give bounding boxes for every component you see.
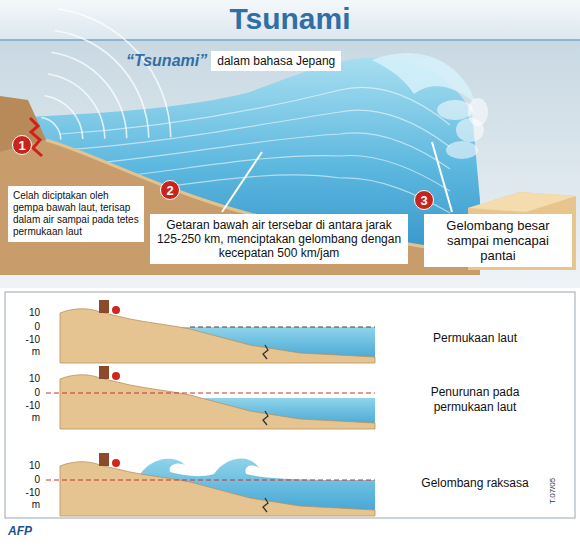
profile-panel xyxy=(5,292,575,518)
title: Tsunami xyxy=(0,2,580,36)
word-heading: “Tsunami” xyxy=(126,52,211,70)
sea-level-line xyxy=(46,480,375,481)
axis-label: -10 xyxy=(12,400,40,412)
axis-label: 10 xyxy=(12,373,40,385)
sea-level-line xyxy=(190,327,375,328)
row-label: Penurunan pada permukaan laut xyxy=(400,385,550,415)
caption-box: Celah diciptakan oleh gempa bawah laut, … xyxy=(8,186,144,242)
seabed xyxy=(0,140,480,275)
callout-number: 2 xyxy=(160,180,180,200)
vibration-arc xyxy=(58,8,172,137)
vibration-arc xyxy=(41,117,61,140)
profile-row xyxy=(60,300,375,363)
axis-label: 0 xyxy=(12,474,40,486)
vibration-arc xyxy=(54,30,149,138)
fault-crack xyxy=(30,118,42,156)
caption-text: Celah diciptakan oleh gempa bawah laut, … xyxy=(13,190,139,238)
spray xyxy=(468,98,488,126)
fault-crack xyxy=(263,498,268,512)
vibration-arc xyxy=(45,95,84,139)
sea-level-profiles xyxy=(46,300,375,516)
axis-label: m xyxy=(12,412,40,424)
agency-logo: AFP xyxy=(8,524,32,538)
sea-water xyxy=(0,58,480,275)
axis-label: 0 xyxy=(12,387,40,399)
title-band xyxy=(0,0,580,40)
tree xyxy=(112,306,120,314)
row-label: Permukaan laut xyxy=(400,331,550,346)
caption-box: Gelombang besar sampai mencapai pantai xyxy=(424,214,572,267)
spray xyxy=(446,141,478,159)
axis-label: 10 xyxy=(12,460,40,472)
credit-code: T.07/05 xyxy=(548,478,558,504)
axis-label: 0 xyxy=(12,321,40,333)
axis-label: m xyxy=(12,499,40,511)
caption-text: Getaran bawah air tersebar di antara jar… xyxy=(155,218,403,260)
vibration-arcs xyxy=(41,8,171,140)
house xyxy=(99,366,109,379)
wave-line xyxy=(60,110,450,150)
tree xyxy=(112,372,120,380)
sea-level-line xyxy=(46,393,375,394)
axis-label: -10 xyxy=(12,334,40,346)
house xyxy=(99,453,109,466)
land xyxy=(60,462,375,516)
axis-label: -10 xyxy=(12,487,40,499)
coast-top xyxy=(468,192,576,212)
axis-label: 10 xyxy=(12,307,40,319)
fault-crack xyxy=(263,411,268,425)
subtitle-box: “Tsunami”dalam bahasa Jepang xyxy=(126,51,341,71)
leader-line xyxy=(222,152,262,212)
tree xyxy=(112,459,120,467)
vibration-arc xyxy=(51,51,127,138)
land xyxy=(60,375,375,429)
sky xyxy=(0,38,580,288)
profile-row xyxy=(46,366,375,429)
caption-text: Gelombang besar sampai mencapai pantai xyxy=(429,218,567,263)
wave-line xyxy=(60,87,450,134)
spray xyxy=(437,100,473,120)
callout-number: 3 xyxy=(414,190,434,210)
axis-label: m xyxy=(12,346,40,358)
house xyxy=(99,300,109,313)
fault-crack xyxy=(263,345,268,359)
wave-crest xyxy=(372,53,476,104)
callout-number: 1 xyxy=(12,135,32,155)
leader-line xyxy=(432,142,452,212)
caption-box: Getaran bawah air tersebar di antara jar… xyxy=(150,214,408,264)
word-gloss: dalam bahasa Jepang xyxy=(211,51,341,71)
wave-spray xyxy=(437,98,488,159)
profile-row xyxy=(46,453,375,516)
land xyxy=(60,309,375,363)
vibration-arc xyxy=(48,73,106,138)
row-label: Gelombang raksasa xyxy=(400,476,550,491)
